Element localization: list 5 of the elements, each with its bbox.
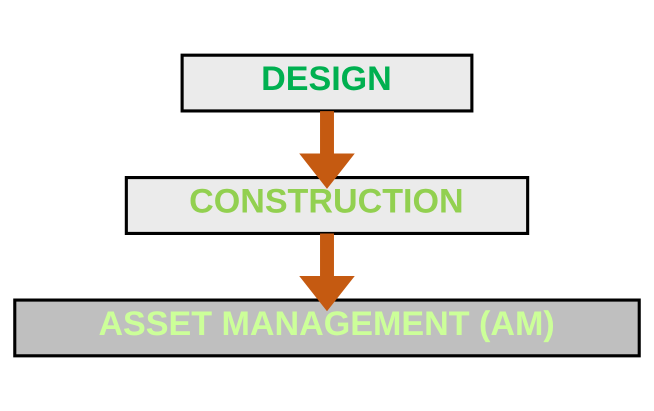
node-box: CONSTRUCTION xyxy=(124,176,530,235)
arrow xyxy=(299,234,355,312)
arrow xyxy=(299,111,355,189)
node-box: ASSET MANAGEMENT (AM) xyxy=(13,298,641,358)
node-box: DESIGN xyxy=(180,54,474,113)
